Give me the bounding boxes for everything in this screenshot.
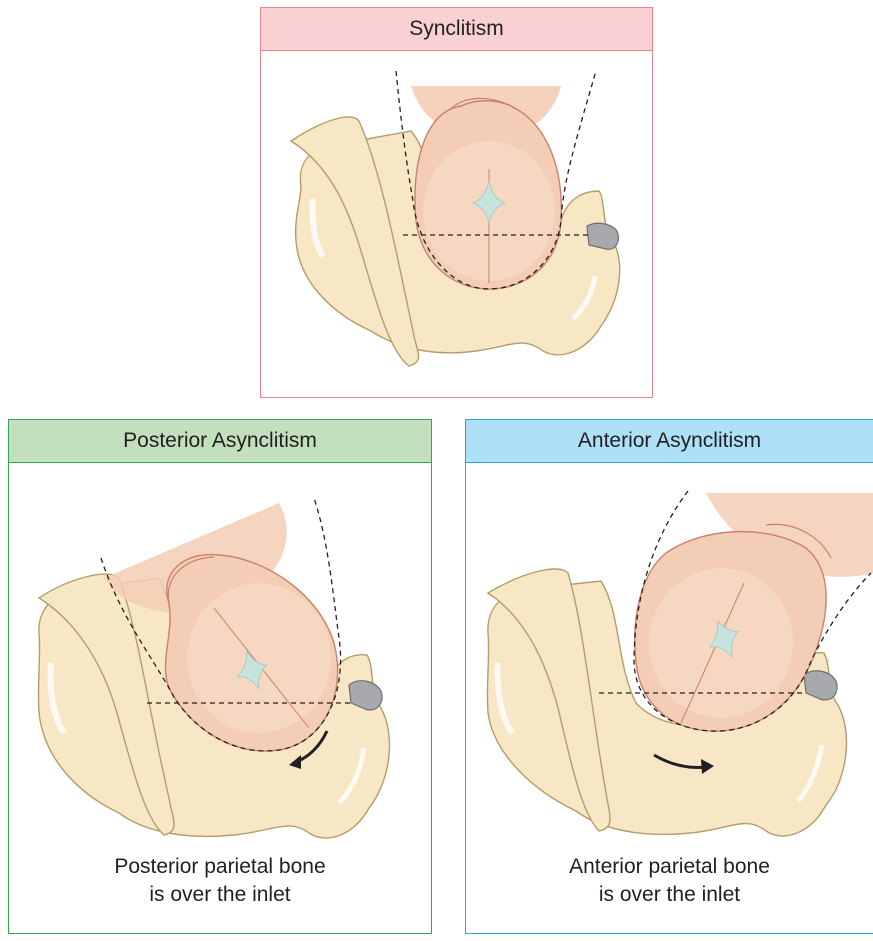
- anterior-caption: Anterior parietal bone is over the inlet: [466, 853, 873, 909]
- posterior-asynclitism-illustration: [9, 463, 431, 853]
- posterior-caption-line2: is over the inlet: [9, 881, 431, 909]
- posterior-asynclitism-title: Posterior Asynclitism: [9, 420, 431, 463]
- sacral-promontory: [587, 223, 618, 249]
- anterior-caption-line1: Anterior parietal bone: [466, 853, 873, 881]
- synclitism-panel: Synclitism: [260, 7, 653, 398]
- posterior-asynclitism-panel: Posterior Asynclitism Posterior parietal…: [8, 419, 432, 934]
- synclitism-illustration: [261, 51, 652, 397]
- synclitism-title: Synclitism: [261, 8, 652, 51]
- anterior-caption-line2: is over the inlet: [466, 881, 873, 909]
- anterior-asynclitism-panel: Anterior Asynclitism Anterior parietal b…: [465, 419, 873, 934]
- anterior-asynclitism-title: Anterior Asynclitism: [466, 420, 873, 463]
- anterior-asynclitism-illustration: [466, 463, 873, 853]
- posterior-caption: Posterior parietal bone is over the inle…: [9, 853, 431, 909]
- posterior-caption-line1: Posterior parietal bone: [9, 853, 431, 881]
